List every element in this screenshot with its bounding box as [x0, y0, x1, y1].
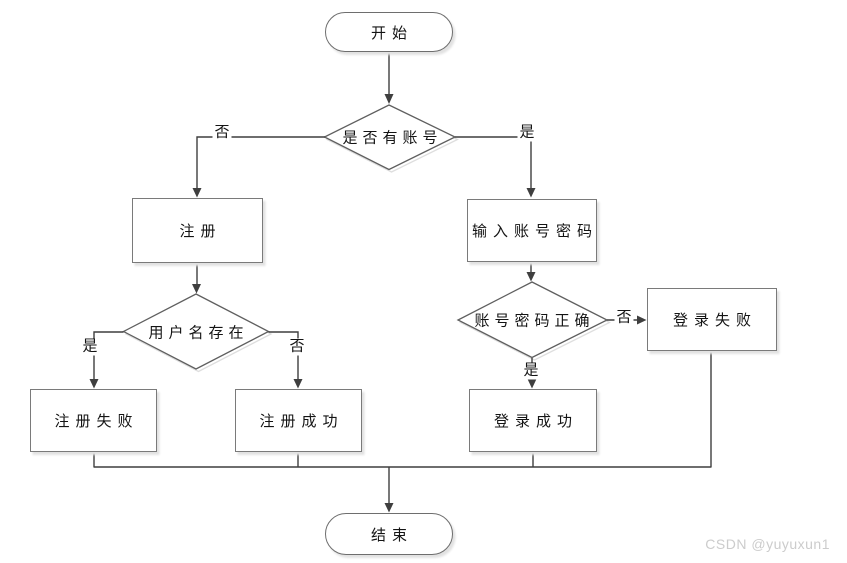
node-username-exists-label: 用户名存在 — [148, 325, 249, 342]
edge-label-username-exists-yes: 是 — [80, 338, 100, 356]
node-has-account-label: 是否有账号 — [342, 130, 443, 147]
node-username-exists-shape — [122, 293, 270, 370]
node-start: 开始 — [325, 12, 453, 52]
node-register-success: 注册成功 — [235, 389, 362, 452]
edge-register-to-username-exists — [192, 263, 201, 294]
node-login-success: 登录成功 — [469, 389, 597, 452]
watermark: CSDN @yuyuxun1 — [705, 536, 830, 552]
node-credentials-correct-shape — [456, 281, 609, 359]
edge-username-exists-no-to-register-success — [268, 331, 303, 389]
edge-label-credentials-correct-yes: 是 — [521, 362, 541, 380]
edge-has-account-no-to-register — [192, 136, 325, 198]
edge-enter-credentials-to-credentials-correct — [526, 262, 536, 282]
node-enter-credentials: 输入账号密码 — [467, 199, 597, 262]
edge-username-exists-yes-to-register-fail — [89, 331, 124, 389]
edge-label-has-account-yes: 是 — [517, 124, 537, 142]
node-credentials-correct-label: 账号密码正确 — [474, 313, 595, 330]
edge-collector-to-end — [93, 351, 712, 513]
node-has-account-shape — [323, 104, 457, 171]
node-register: 注册 — [132, 198, 263, 263]
node-register-fail: 注册失败 — [30, 389, 157, 452]
edge-label-has-account-no: 否 — [212, 124, 232, 142]
edge-start-to-has-account — [384, 52, 394, 104]
node-login-fail: 登录失败 — [647, 288, 777, 351]
node-end: 结束 — [325, 513, 453, 555]
edge-has-account-yes-to-enter-credentials — [455, 136, 536, 198]
edge-label-credentials-correct-no: 否 — [614, 309, 634, 327]
edge-label-username-exists-no: 否 — [287, 338, 307, 356]
